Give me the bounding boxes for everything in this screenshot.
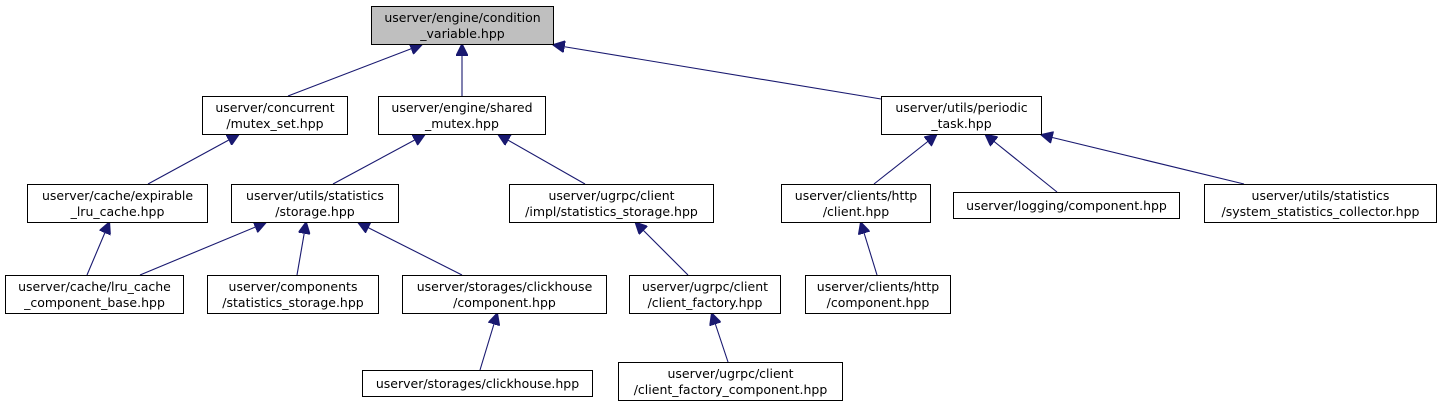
node-label-line: _lru_cache.hpp xyxy=(70,203,165,219)
node-logging-component[interactable]: userver/logging/component.hpp xyxy=(953,192,1180,219)
node-ugrpc-statistics-storage[interactable]: userver/ugrpc/client /impl/statistics_st… xyxy=(509,184,714,223)
node-label-line: userver/engine/shared xyxy=(391,99,533,115)
edge-client_factory_component-to-client_factory xyxy=(712,314,729,363)
node-label-line: /mutex_set.hpp xyxy=(226,115,324,131)
node-label-line: /statistics_storage.hpp xyxy=(222,294,364,310)
node-label-line: userver/logging/component.hpp xyxy=(966,197,1167,213)
node-system-statistics-collector[interactable]: userver/utils/statistics /system_statist… xyxy=(1204,184,1437,223)
node-label-line: _variable.hpp xyxy=(420,25,505,41)
node-label-line: /storage.hpp xyxy=(275,203,355,219)
node-shared-mutex[interactable]: userver/engine/shared _mutex.hpp xyxy=(378,96,546,135)
edge-http_client-to-periodic_task xyxy=(873,135,936,185)
node-mutex-set[interactable]: userver/concurrent /mutex_set.hpp xyxy=(202,96,348,135)
node-label-line: userver/cache/expirable xyxy=(41,187,194,203)
node-label-line: /client_factory_component.hpp xyxy=(633,381,828,397)
node-label-line: /impl/statistics_storage.hpp xyxy=(525,203,698,219)
node-label-line: userver/storages/clickhouse xyxy=(416,278,593,294)
node-label-line: _task.hpp xyxy=(931,115,992,131)
node-label-line: userver/ugrpc/client xyxy=(641,278,769,294)
node-label-line: /client_factory.hpp xyxy=(647,294,763,310)
node-label-line: userver/ugrpc/client xyxy=(548,187,675,203)
node-http-component[interactable]: userver/clients/http /component.hpp xyxy=(805,275,951,314)
node-label-line: userver/concurrent xyxy=(215,99,335,115)
node-label-line: /system_statistics_collector.hpp xyxy=(1221,203,1420,219)
edge-ugrpc_stats-to-shared_mutex xyxy=(499,135,586,185)
node-client-factory[interactable]: userver/ugrpc/client /client_factory.hpp xyxy=(629,275,781,314)
edge-expirable_lru-to-mutex_set xyxy=(147,135,238,185)
node-label-line: userver/storages/clickhouse.hpp xyxy=(375,375,580,391)
edge-lru_base-to-expirable_lru xyxy=(86,223,109,276)
node-clickhouse-component[interactable]: userver/storages/clickhouse /component.h… xyxy=(402,275,607,314)
node-label-line: userver/clients/http xyxy=(794,187,918,203)
node-label-line: /component.hpp xyxy=(826,294,930,310)
node-label-line: _component_base.hpp xyxy=(24,294,165,310)
node-http-client[interactable]: userver/clients/http /client.hpp xyxy=(781,184,931,223)
node-components-statistics-storage[interactable]: userver/components /statistics_storage.h… xyxy=(207,275,379,314)
edge-client_factory-to-ugrpc_stats xyxy=(636,223,689,276)
node-label-line: userver/cache/lru_cache xyxy=(18,278,171,294)
node-lru-cache-component-base[interactable]: userver/cache/lru_cache _component_base.… xyxy=(5,275,184,314)
node-client-factory-component[interactable]: userver/ugrpc/client /client_factory_com… xyxy=(618,362,843,401)
edge-periodic_task-to-root xyxy=(554,45,882,100)
node-label-line: userver/clients/http xyxy=(816,278,940,294)
node-statistics-storage[interactable]: userver/utils/statistics /storage.hpp xyxy=(231,184,399,223)
node-label-line: /component.hpp xyxy=(453,294,556,310)
node-label-line: userver/utils/statistics xyxy=(246,187,384,203)
edge-sys_stats-to-periodic_task xyxy=(1042,135,1245,185)
edge-mutex_set-to-root xyxy=(287,45,421,97)
node-expirable-lru-cache[interactable]: userver/cache/expirable _lru_cache.hpp xyxy=(27,184,208,223)
node-label-line: userver/engine/condition xyxy=(384,9,541,25)
node-clickhouse[interactable]: userver/storages/clickhouse.hpp xyxy=(362,370,593,397)
edge-http_component-to-http_client xyxy=(861,223,878,276)
edge-clickhouse_component-to-stats_storage xyxy=(359,223,463,276)
node-condition-variable: userver/engine/condition _variable.hpp xyxy=(371,6,554,45)
node-label-line: _mutex.hpp xyxy=(425,115,499,131)
node-label-line: userver/ugrpc/client xyxy=(667,365,794,381)
edge-components_stats-to-stats_storage xyxy=(296,223,306,276)
node-label-line: userver/components xyxy=(228,278,358,294)
edge-stats_storage-to-shared_mutex xyxy=(332,135,424,185)
node-label-line: /client.hpp xyxy=(822,203,890,219)
edge-clickhouse-to-clickhouse_component xyxy=(479,314,497,371)
node-label-line: userver/utils/periodic xyxy=(895,99,1028,115)
node-label-line: userver/utils/statistics xyxy=(1251,187,1390,203)
edge-lru_base-to-stats_storage xyxy=(139,223,265,276)
node-periodic-task[interactable]: userver/utils/periodic _task.hpp xyxy=(881,96,1042,135)
edge-logging_component-to-periodic_task xyxy=(986,135,1058,193)
